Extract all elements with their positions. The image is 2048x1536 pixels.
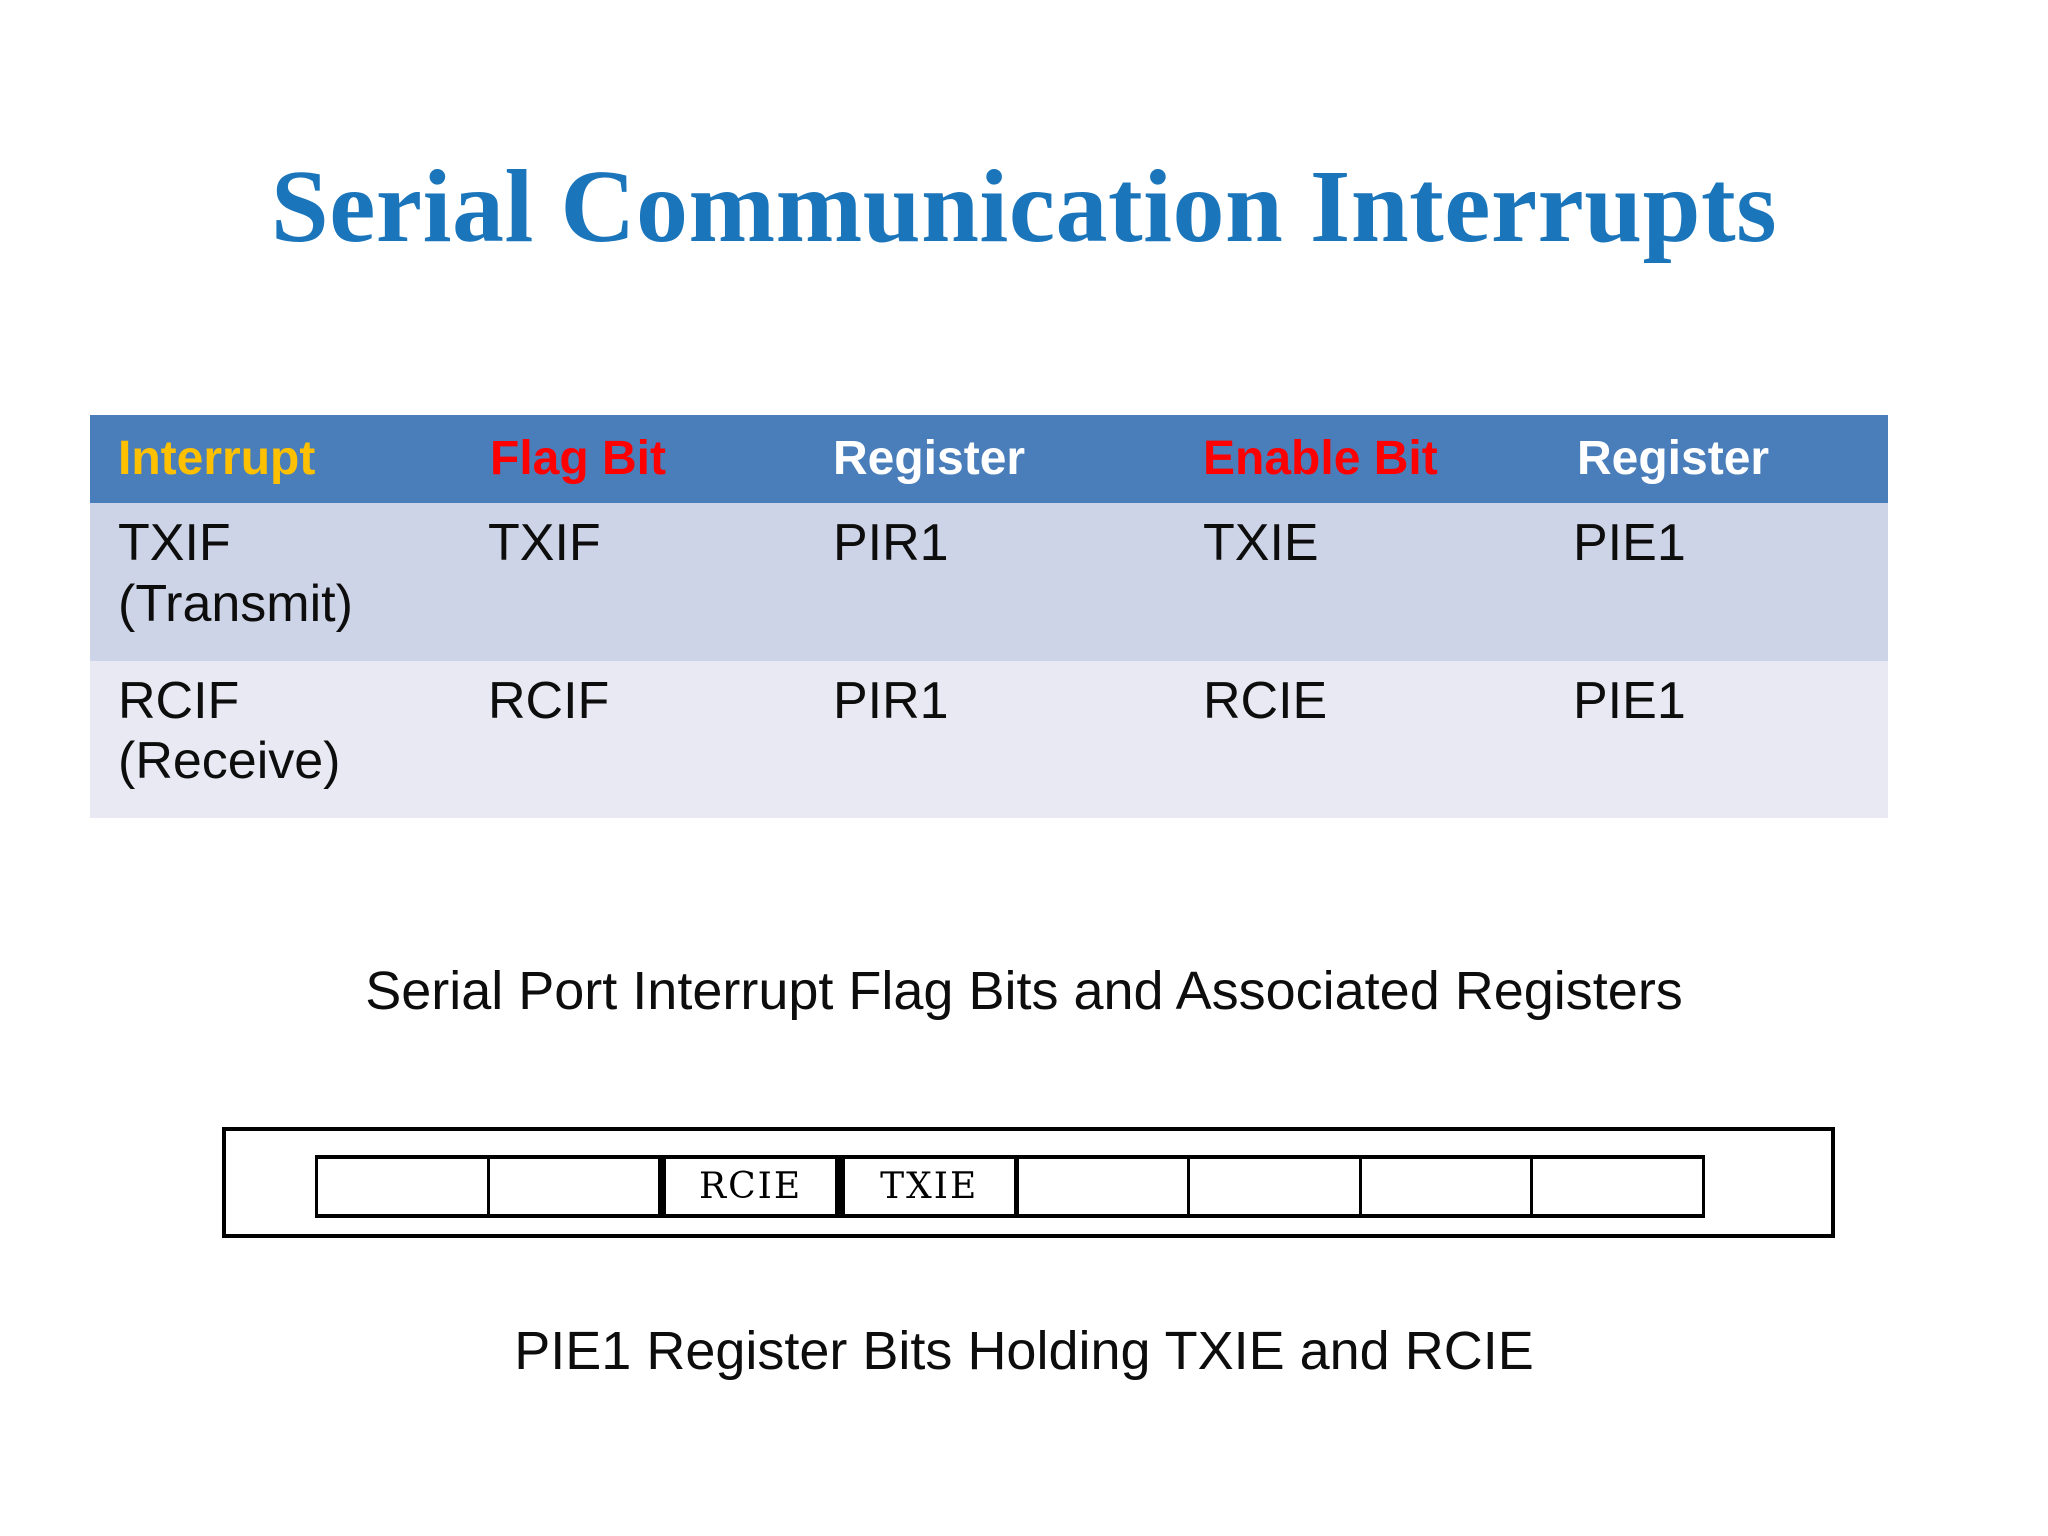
column-header-flag-bit: Flag Bit: [490, 432, 666, 485]
register-bit-0: [318, 1159, 490, 1214]
cell-interrupt: TXIF (Transmit): [90, 503, 460, 661]
cell-enable-register: PIE1: [1573, 671, 1686, 730]
cell-interrupt-name: RCIF: [118, 671, 240, 730]
cell-flag-register: PIR1: [833, 514, 949, 572]
register-bit-5: [1190, 1159, 1362, 1214]
register-bit-rcie: RCIE: [661, 1159, 840, 1214]
register-diagram-caption: PIE1 Register Bits Holding TXIE and RCIE: [514, 1321, 1534, 1381]
cell-enable-register: PIE1: [1573, 514, 1686, 572]
register-bit-4: [1018, 1159, 1191, 1214]
cell-interrupt-descr: (Receive): [118, 732, 341, 791]
cell-flag-register: PIR1: [833, 671, 949, 730]
column-header-register-flag: Register: [833, 432, 1026, 485]
cell-interrupt-name: TXIF: [118, 514, 231, 572]
cell-enable-bit: TXIE: [1203, 514, 1319, 572]
table-body: TXIF (Transmit) TXIF PIR1 TXIE PIE1 RCIF…: [90, 503, 1888, 819]
register-bit-1: [489, 1159, 662, 1214]
cell-flag-bit: RCIF: [488, 671, 610, 730]
table-row: TXIF (Transmit) TXIF PIR1 TXIE PIE1: [90, 503, 1888, 661]
table-row: RCIF (Receive) RCIF PIR1 RCIE PIE1: [90, 660, 1888, 819]
register-bit-6: [1361, 1159, 1534, 1214]
column-header-enable-bit: Enable Bit: [1203, 432, 1438, 485]
page-title: Serial Communication Interrupts: [270, 149, 1778, 264]
cell-interrupt: RCIF (Receive): [90, 661, 460, 819]
register-bit-7: [1533, 1159, 1702, 1214]
table-header: Interrupt Flag Bit Register Enable Bit R…: [90, 415, 1888, 503]
table-header-row: Interrupt Flag Bit Register Enable Bit R…: [90, 415, 1888, 503]
cell-flag-bit: TXIF: [488, 514, 601, 572]
column-header-register-enable: Register: [1577, 432, 1770, 485]
interrupt-register-table: Interrupt Flag Bit Register Enable Bit R…: [90, 415, 1888, 819]
table-caption: Serial Port Interrupt Flag Bits and Asso…: [365, 961, 1683, 1021]
cell-enable-bit: RCIE: [1203, 671, 1328, 730]
cell-interrupt-descr: (Transmit): [118, 574, 353, 633]
register-bit-txie: TXIE: [839, 1159, 1019, 1214]
column-header-interrupt: Interrupt: [118, 432, 316, 485]
